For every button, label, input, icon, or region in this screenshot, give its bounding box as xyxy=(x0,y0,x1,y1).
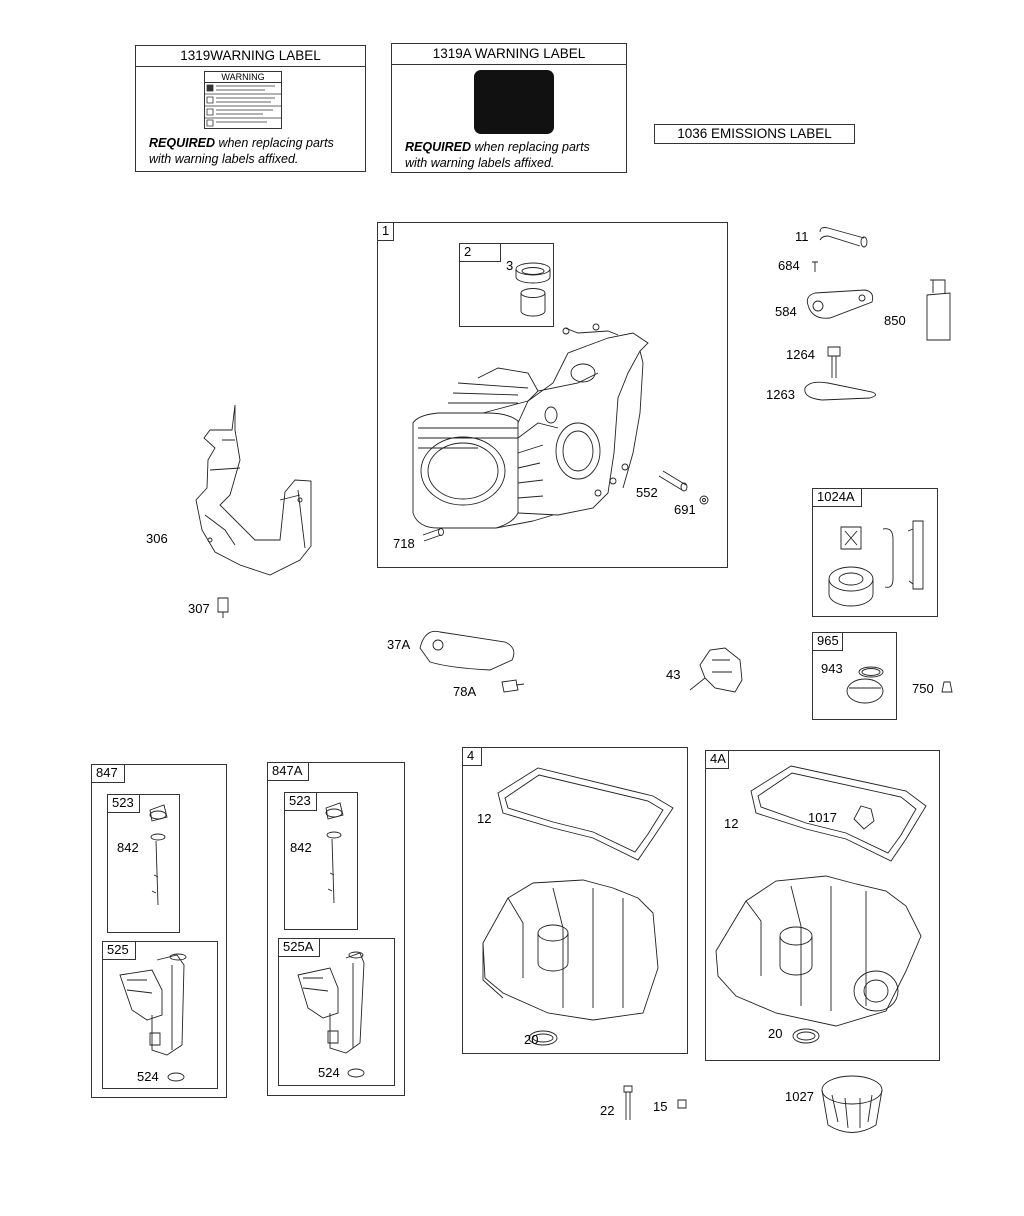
dipstick-box-523: 523 xyxy=(107,794,180,933)
part-label-684: 684 xyxy=(778,258,800,273)
emissions-label-1036: 1036 EMISSIONS LABEL xyxy=(654,124,855,144)
box-tab-523: 523 xyxy=(107,794,140,813)
part-label-307: 307 xyxy=(188,601,210,616)
part-label-850: 850 xyxy=(884,313,906,328)
box-tab-847a: 847A xyxy=(267,762,309,781)
part-label-1264: 1264 xyxy=(786,347,815,362)
part-label-12-a: 12 xyxy=(724,816,739,831)
part-label-1027: 1027 xyxy=(785,1089,814,1104)
seal-plate-icon xyxy=(813,633,898,721)
part-label-691: 691 xyxy=(674,502,696,517)
dipstick-tube-kit-box-847a: 847A 523 525A xyxy=(267,762,405,1096)
box-tab-965: 965 xyxy=(812,632,843,651)
box-tab-525: 525 xyxy=(102,941,136,960)
part-label-718: 718 xyxy=(393,536,415,551)
dipstick-box-523a: 523 xyxy=(284,792,358,930)
part-label-306: 306 xyxy=(146,531,168,546)
box-tab-525a: 525A xyxy=(278,938,320,957)
part-label-37a: 37A xyxy=(387,637,411,652)
part-label-524: 524 xyxy=(137,1069,159,1084)
box-tab-847: 847 xyxy=(91,764,125,783)
dipstick-tube-box-525a: 525A xyxy=(278,938,395,1086)
dipstick-tube-box-525: 525 xyxy=(102,941,218,1089)
oil-pump-rotor-icon xyxy=(813,489,939,618)
box-tab-1024a: 1024A xyxy=(812,488,862,507)
part-label-842: 842 xyxy=(117,840,139,855)
cylinder-block-icon xyxy=(378,223,729,569)
box-tab-2: 2 xyxy=(459,243,501,262)
part-label-20-a: 20 xyxy=(768,1026,783,1041)
warning-label-1319a: 1319A WARNING LABEL REQUIRED when replac… xyxy=(391,43,627,173)
cylinder-assembly-box: 1 2 xyxy=(377,222,728,568)
box-tab-1: 1 xyxy=(377,222,395,241)
oil-pan-4-icon xyxy=(463,748,689,1055)
part-label-20: 20 xyxy=(524,1032,539,1047)
dipstick-tube-847a-icon xyxy=(268,763,406,1097)
oil-pan-4a-icon xyxy=(706,751,941,1062)
warning-decal-lines-icon xyxy=(205,82,281,128)
part-label-3: 3 xyxy=(506,258,514,273)
part-label-15: 15 xyxy=(653,1099,668,1114)
emissions-label-title: 1036 EMISSIONS LABEL xyxy=(677,126,832,141)
part-label-22: 22 xyxy=(600,1103,615,1118)
part-label-12: 12 xyxy=(477,811,492,826)
part-label-78a: 78A xyxy=(453,684,477,699)
warning-label-1319a-title: 1319A WARNING LABEL xyxy=(392,44,626,65)
oil-pump-kit-box: 1024A xyxy=(812,488,938,617)
dipstick-tube-kit-box-847: 847 523 525 xyxy=(91,764,227,1098)
part-label-1263: 1263 xyxy=(766,387,795,402)
part-label-43: 43 xyxy=(666,667,681,682)
gasket-kit-box: 965 xyxy=(812,632,897,720)
oil-pan-box-4a: 4A xyxy=(705,750,940,1061)
part-label-11: 11 xyxy=(795,229,809,244)
oil-pan-box-4: 4 xyxy=(462,747,688,1054)
part-label-750: 750 xyxy=(912,681,934,696)
piston-ring-box: 2 xyxy=(459,243,554,327)
box-tab-523a: 523 xyxy=(284,792,317,811)
part-label-584: 584 xyxy=(775,304,797,319)
dipstick-tube-847-icon xyxy=(92,765,228,1099)
box-tab-4a: 4A xyxy=(705,750,729,769)
box-tab-4: 4 xyxy=(462,747,482,766)
part-label-842-a: 842 xyxy=(290,840,312,855)
black-decal-swatch xyxy=(474,70,554,134)
part-label-524-a: 524 xyxy=(318,1065,340,1080)
warning-decal-thumbnail: WARNING xyxy=(204,71,282,129)
part-label-552: 552 xyxy=(636,485,658,500)
warning-decal-heading: WARNING xyxy=(205,72,281,83)
warning-label-1319-title: 1319WARNING LABEL xyxy=(136,46,365,67)
warning-label-1319: 1319WARNING LABEL WARNING REQUIRED when … xyxy=(135,45,366,172)
part-label-943: 943 xyxy=(821,661,843,676)
part-label-1017: 1017 xyxy=(808,810,837,825)
